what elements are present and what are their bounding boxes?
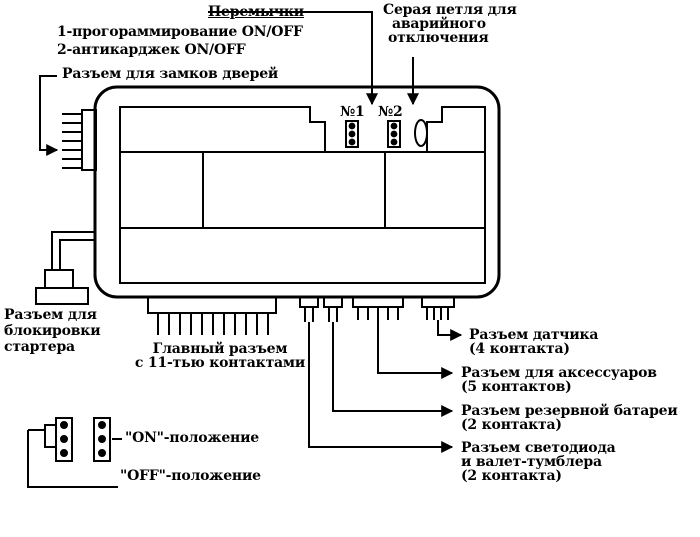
led-valet-line-2: и валет-тумблера — [461, 454, 602, 470]
starter-plug — [44, 269, 74, 289]
legend-off-block — [55, 417, 73, 462]
module-inner-frame — [119, 106, 486, 284]
led-valet-line-1: Разъем светодиода — [461, 440, 616, 456]
door-lock-leader — [39, 75, 59, 156]
starter-line-3: стартера — [4, 339, 75, 355]
gray-loop-line-2: аварийного — [392, 16, 486, 32]
main-connector-line-2: с 11-тью контактами — [134, 355, 306, 371]
sensor-line-1: Разъем датчика — [469, 327, 599, 343]
led-valet-leader — [308, 322, 454, 453]
jumper-1-pin — [348, 138, 356, 146]
jumper-2-block — [387, 120, 401, 148]
starter-line-2: блокировки — [4, 323, 101, 339]
backup-battery-plug — [323, 296, 343, 308]
jumpers-leader — [208, 11, 378, 106]
module-outer-body — [93, 85, 501, 299]
legend-off-label: "OFF"-положение — [120, 468, 261, 484]
gray-loop-line-3: отключения — [388, 30, 489, 46]
jumper-2-label: №2 — [378, 104, 403, 120]
sensor-leader — [437, 320, 463, 341]
jumper-1-block — [345, 120, 359, 148]
jumper-2-pin — [390, 138, 398, 146]
jumper-1-label: №1 — [340, 104, 365, 120]
legend-off-leader — [27, 430, 118, 488]
legend-on-block — [93, 417, 111, 462]
jumper-1-pin — [348, 122, 356, 130]
jumper-2-pin — [390, 122, 398, 130]
jumpers-line-1: 1-прогораммирование ON/OFF — [57, 24, 303, 40]
starter-wire — [51, 231, 95, 270]
starter-wire — [59, 239, 95, 270]
legend-off-bracket — [44, 424, 56, 448]
starter-plug-body — [35, 287, 89, 305]
backup-battery-line-2: (2 контакта) — [461, 417, 562, 433]
main-connector-block — [147, 296, 277, 314]
main-connector-line-1: Главный разъем — [152, 341, 288, 357]
starter-line-1: Разъем для — [4, 307, 97, 323]
gray-loop-shape — [414, 119, 428, 147]
jumpers-title: Перемычки — [208, 4, 304, 20]
jumper-2-pin — [390, 130, 398, 138]
sensor-plug — [421, 296, 455, 308]
sensor-line-2: (4 контакта) — [469, 341, 570, 357]
backup-battery-line-1: Разъем резервной батареи — [461, 403, 678, 419]
door-lock-label: Разъем для замков дверей — [62, 66, 279, 82]
main-connector-pins — [157, 313, 269, 335]
accessory-line-2: (5 контактов) — [461, 379, 572, 395]
accessory-leader — [377, 320, 454, 379]
led-valet-line-3: (2 контакта) — [461, 468, 562, 484]
legend-on-label: "ON"-положение — [125, 430, 259, 446]
accessory-line-1: Разъем для аксессуаров — [461, 365, 657, 381]
jumper-1-pin — [348, 130, 356, 138]
gray-loop-line-1: Серая петля для — [383, 2, 517, 18]
backup-battery-leader — [332, 322, 454, 417]
jumpers-line-2: 2-антикарджек ON/OFF — [57, 42, 246, 58]
led-valet-plug — [299, 296, 319, 308]
